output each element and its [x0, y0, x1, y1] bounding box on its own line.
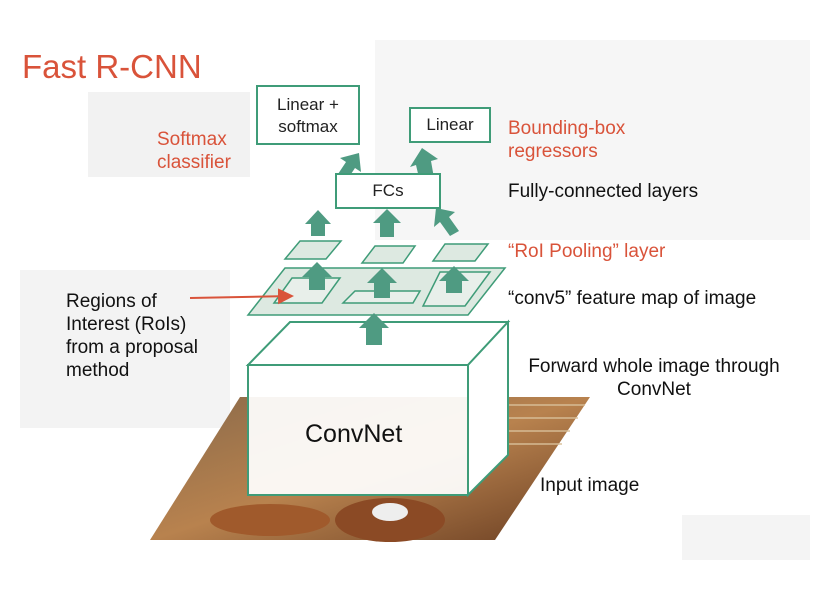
softmax-box-label: Linear + softmax	[257, 94, 359, 138]
roi-pointer-arrow	[189, 288, 294, 305]
softmax-box	[256, 85, 360, 145]
rois-line-3: from a proposal	[66, 337, 199, 358]
rois-label: Regions of Interest (RoIs) from a propos…	[66, 290, 198, 382]
fcs-box	[335, 173, 441, 209]
softmax-box-line-1: Linear +	[277, 95, 339, 114]
forward-line-1: Forward whole image through	[528, 356, 780, 377]
bbox-regressors-label: Bounding-box regressors	[508, 117, 625, 163]
background-shapes	[20, 40, 810, 560]
roi-pooling-layer	[283, 240, 490, 264]
convnet-label: ConvNet	[305, 420, 403, 448]
softmax-classifier-label: Softmax classifier	[157, 128, 231, 174]
forward-label: Forward whole image through ConvNet	[516, 355, 792, 401]
bbox-regressors-line-2: regressors	[508, 141, 598, 162]
softmax-classifier-line-2: classifier	[157, 152, 231, 173]
conv5-label: “conv5” feature map of image	[508, 288, 757, 309]
input-image-label: Input image	[540, 475, 640, 496]
forward-line-2: ConvNet	[617, 379, 691, 400]
fcs-box-label: FCs	[372, 181, 404, 200]
rois-line-4: method	[66, 360, 130, 381]
rois-line-2: Interest (RoIs)	[66, 314, 187, 335]
fully-connected-label: Fully-connected layers	[508, 181, 699, 202]
convnet-box	[245, 319, 511, 498]
softmax-box-line-2: softmax	[278, 117, 338, 136]
linear-box	[409, 107, 491, 143]
bbox-regressors-line-1: Bounding-box	[508, 118, 626, 139]
rois-line-1: Regions of	[66, 291, 157, 312]
softmax-classifier-line-1: Softmax	[157, 129, 227, 150]
linear-box-label: Linear	[426, 115, 474, 134]
page-title: Fast R-CNN	[22, 48, 202, 85]
roi-pooling-label: “RoI Pooling” layer	[508, 241, 666, 262]
